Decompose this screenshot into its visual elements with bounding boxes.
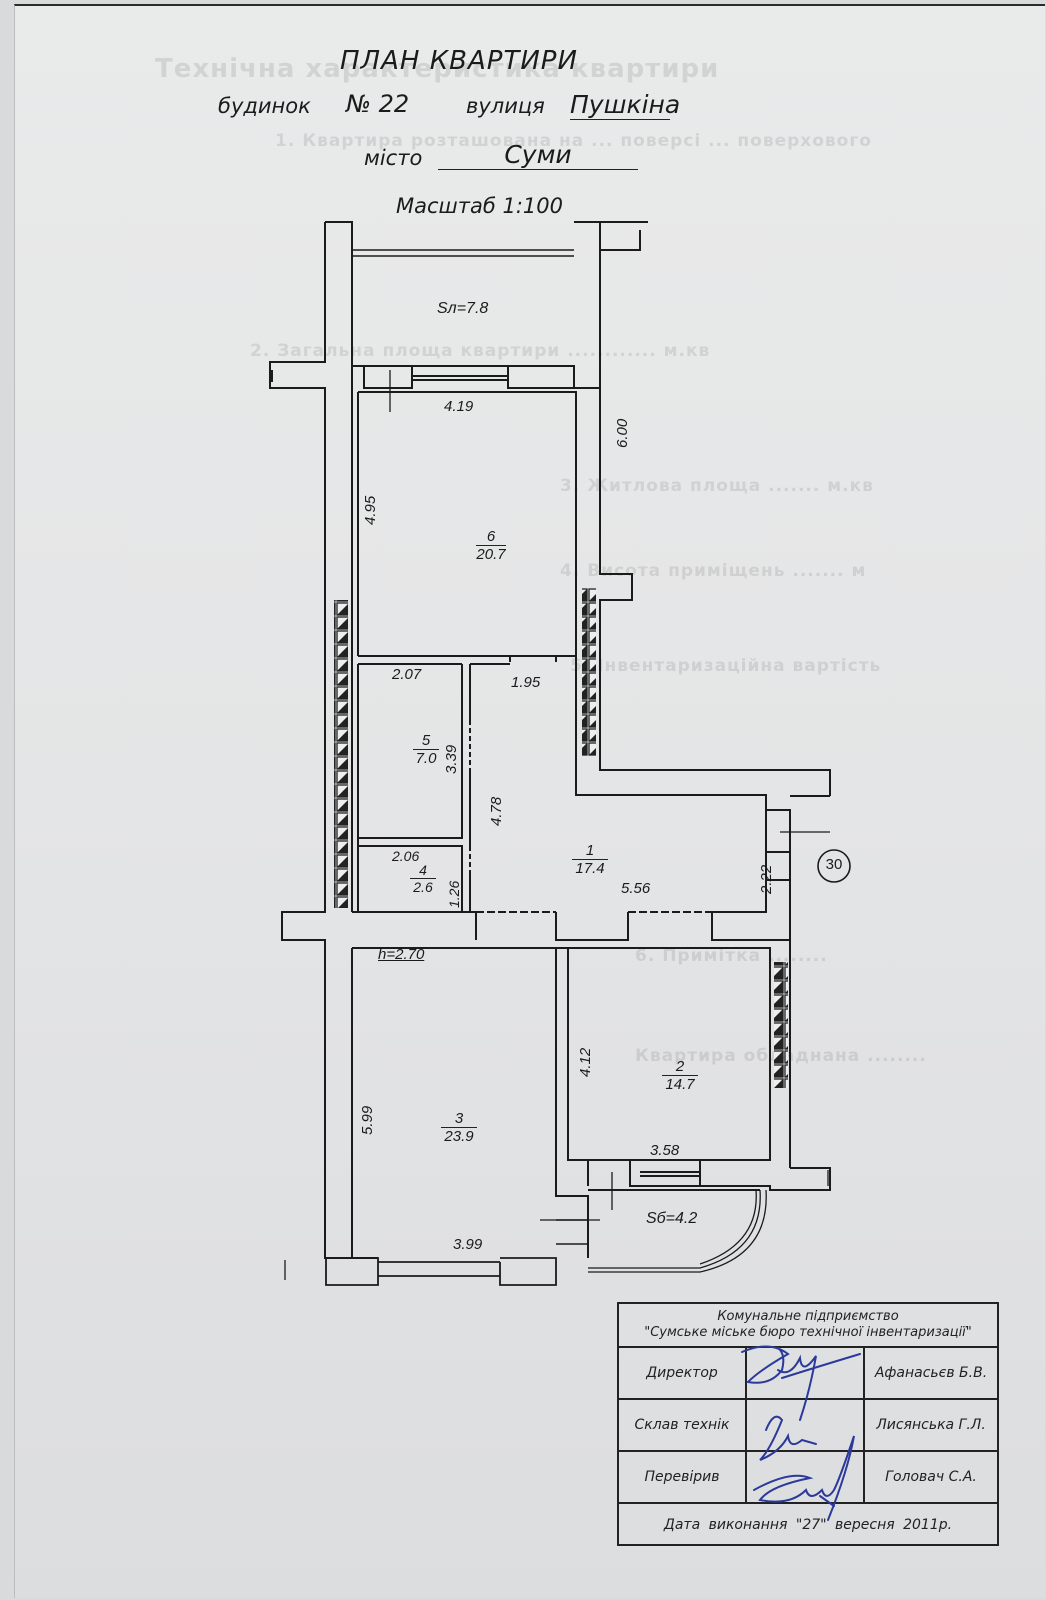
room-6-label: 6 20.7 <box>476 528 506 563</box>
ventilation-shaft <box>774 962 788 1088</box>
dim-room2-width: 3.58 <box>650 1142 680 1159</box>
signature-cell <box>747 1400 865 1450</box>
street-name: Пушкіна <box>570 90 681 120</box>
role-label: Склав технік <box>619 1400 747 1450</box>
dim-hall-top: 1.95 <box>511 674 541 691</box>
dim-room5-width: 2.07 <box>392 666 422 683</box>
dim-room3-length: 5.99 <box>359 1105 376 1135</box>
signature-director-icon <box>741 1345 861 1421</box>
stamp-row-technician: Склав технік Лисянська Г.Л. <box>619 1400 997 1452</box>
room-number: 5 <box>413 732 439 750</box>
room-2-label: 2 14.7 <box>662 1058 698 1093</box>
organization-line1: Комунальне підприємство <box>717 1309 899 1324</box>
page-title: ПЛАН КВАРТИРИ <box>340 46 578 76</box>
signature-technician-icon <box>759 1415 817 1461</box>
dim-room6-width: 4.19 <box>444 398 474 415</box>
title-stamp: Комунальне підприємство "Сумське міське … <box>617 1302 999 1546</box>
room-area: 14.7 <box>665 1076 695 1093</box>
dim-outer-right: 6.00 <box>614 418 631 448</box>
dim-hall-length: 4.78 <box>488 796 505 826</box>
city-label: місто <box>364 146 423 170</box>
room-area: 23.9 <box>444 1128 474 1145</box>
bleed-through-text: 5. Інвентаризаційна вартість <box>570 656 882 676</box>
balcony-area: Sб=4.2 <box>646 1210 698 1227</box>
dim-room4-length: 1.26 <box>446 880 462 908</box>
room-5-label: 5 7.0 <box>413 732 439 767</box>
dim-room3-width: 3.99 <box>453 1236 483 1253</box>
room-1-label: 1 17.4 <box>572 842 608 877</box>
bleed-through-text: 3. Житлова площа ....... м.кв <box>560 476 874 496</box>
dim-room5-length: 3.39 <box>443 744 460 774</box>
dim-room6-length: 4.95 <box>362 495 379 525</box>
room-number: 3 <box>441 1110 477 1128</box>
document-sheet: Технічна характеристика квартири 1. Квар… <box>14 4 1045 1598</box>
person-name: Лисянська Г.Л. <box>876 1417 986 1433</box>
house-label: будинок <box>218 94 311 118</box>
organization: Комунальне підприємство "Сумське міське … <box>619 1304 997 1348</box>
dim-hall-right: 2.22 <box>758 864 775 894</box>
signature-cell <box>747 1452 865 1502</box>
dim-room2-length: 4.12 <box>577 1047 594 1077</box>
stamp-row-checked: Перевірив Головач С.А. <box>619 1452 997 1504</box>
role-label: Перевірив <box>619 1452 747 1502</box>
house-number: № 22 <box>346 90 410 118</box>
role-label: Директор <box>619 1348 747 1398</box>
apartment-number-circle <box>817 849 851 883</box>
scale-label: Масштаб 1:100 <box>396 194 563 218</box>
execution-date: Дата виконання "27" вересня 2011р. <box>663 1517 953 1533</box>
room-area: 2.6 <box>413 879 433 895</box>
bleed-through-text: 6. Примітка ........ <box>635 946 828 966</box>
room-area: 20.7 <box>476 546 506 563</box>
bleed-through-text: 1. Квартира розташована на ... поверсі .… <box>275 131 872 151</box>
signature-checker-icon <box>753 1435 855 1521</box>
apartment-number: 30 <box>825 856 843 873</box>
organization-line2: "Сумське міське бюро технічної інвентари… <box>644 1325 972 1340</box>
room-area: 17.4 <box>575 860 605 877</box>
room-number: 2 <box>662 1058 698 1076</box>
signature-cell <box>747 1348 865 1398</box>
dim-hall-width: 5.56 <box>621 880 651 897</box>
room-number: 6 <box>476 528 506 546</box>
city-name: Суми <box>438 140 638 170</box>
bleed-through-text: Технічна характеристика квартири <box>155 54 720 84</box>
stamp-row-director: Директор Афанасьєв Б.В. <box>619 1348 997 1400</box>
room-3-label: 3 23.9 <box>441 1110 477 1145</box>
loggia-area: Sл=7.8 <box>437 300 489 317</box>
street-label: вулиця <box>466 94 545 118</box>
room-number: 1 <box>572 842 608 860</box>
bleed-through-text: 2. Загальна площа квартири ............ … <box>250 341 711 361</box>
room-area: 7.0 <box>415 750 437 767</box>
room-number: 4 <box>410 862 436 879</box>
room-4-label: 4 2.6 <box>410 862 436 895</box>
person-name: Афанасьєв Б.В. <box>874 1365 988 1381</box>
ceiling-height: h=2.70 <box>378 946 425 963</box>
person-name: Головач С.А. <box>885 1469 977 1485</box>
dim-room4-width: 2.06 <box>392 848 420 864</box>
ventilation-shaft <box>582 588 596 756</box>
bleed-through-text: 4. Висота приміщень ....... м <box>560 561 867 581</box>
ventilation-shaft <box>334 600 348 908</box>
signature-marks <box>741 1345 861 1521</box>
